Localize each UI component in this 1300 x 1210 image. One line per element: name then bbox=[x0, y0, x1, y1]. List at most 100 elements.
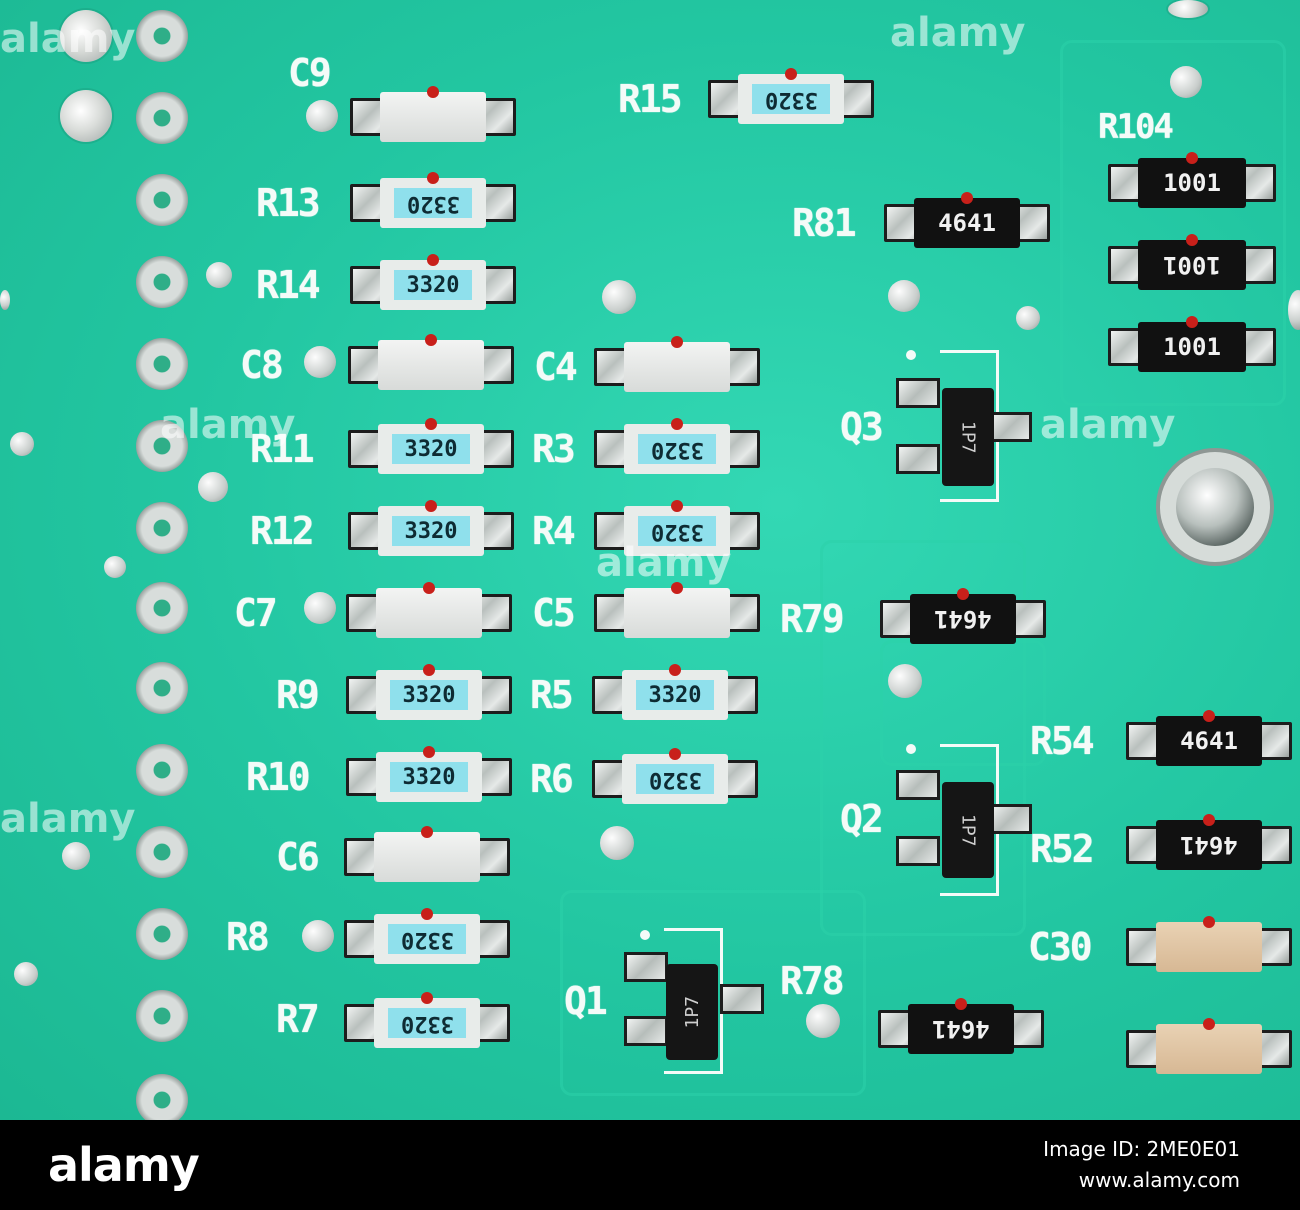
label-r14: R14 bbox=[256, 263, 321, 307]
pcb-trace bbox=[1060, 40, 1286, 406]
label-r79: R79 bbox=[780, 597, 845, 641]
resistor-r104-c: 1001 bbox=[1108, 316, 1276, 372]
resistor-r54: 4641 bbox=[1126, 710, 1292, 766]
label-c5: C5 bbox=[532, 591, 576, 635]
label-c6: C6 bbox=[276, 835, 320, 879]
glue-dot bbox=[423, 664, 435, 676]
header-pin bbox=[136, 908, 188, 960]
label-r12: R12 bbox=[250, 509, 315, 553]
glue-dot bbox=[955, 998, 967, 1010]
pcb-trace bbox=[820, 540, 1026, 936]
glue-dot bbox=[669, 748, 681, 760]
label-r7: R7 bbox=[276, 997, 320, 1041]
mounting-hole bbox=[60, 10, 112, 62]
via bbox=[10, 432, 34, 456]
via bbox=[0, 290, 10, 310]
glue-dot bbox=[1186, 316, 1198, 328]
resistor-r104-b: 1001 bbox=[1108, 234, 1276, 290]
via bbox=[62, 842, 90, 870]
via bbox=[14, 962, 38, 986]
glue-dot bbox=[785, 68, 797, 80]
via bbox=[104, 556, 126, 578]
via bbox=[1288, 290, 1300, 330]
resistor-marking: 4641 bbox=[934, 605, 992, 633]
glue-dot bbox=[671, 500, 683, 512]
resistor-marking: 3320 bbox=[764, 86, 818, 112]
label-q1: Q1 bbox=[564, 979, 608, 1023]
via bbox=[602, 280, 636, 314]
label-c7: C7 bbox=[234, 591, 278, 635]
header-pin bbox=[136, 990, 188, 1042]
glue-dot bbox=[669, 664, 681, 676]
resistor-marking: 3320 bbox=[404, 518, 458, 544]
watermark: alamy bbox=[890, 10, 1026, 56]
resistor-marking: 3320 bbox=[650, 436, 704, 462]
glue-dot bbox=[961, 192, 973, 204]
glue-dot bbox=[421, 992, 433, 1004]
label-r54: R54 bbox=[1030, 719, 1095, 763]
watermark: alamy bbox=[596, 540, 732, 586]
watermark: alamy bbox=[0, 16, 136, 62]
via bbox=[304, 592, 336, 624]
resistor-r5: 3320 bbox=[592, 664, 758, 720]
resistor-marking: 3320 bbox=[404, 436, 458, 462]
capacitor-c4 bbox=[594, 336, 760, 392]
glue-dot bbox=[1186, 152, 1198, 164]
capacitor-c5 bbox=[594, 582, 760, 638]
watermark: alamy bbox=[1040, 402, 1176, 448]
label-r3: R3 bbox=[532, 427, 576, 471]
via bbox=[888, 280, 920, 312]
glue-dot bbox=[423, 746, 435, 758]
through-hole-pad bbox=[1156, 448, 1274, 566]
glue-dot bbox=[427, 172, 439, 184]
via bbox=[888, 664, 922, 698]
header-pin bbox=[136, 338, 188, 390]
transistor-marking: 1P7 bbox=[681, 995, 703, 1029]
resistor-marking: 3320 bbox=[648, 766, 702, 792]
via bbox=[306, 100, 338, 132]
glue-dot bbox=[671, 418, 683, 430]
via bbox=[198, 472, 228, 502]
label-r5: R5 bbox=[530, 673, 574, 717]
label-c30: C30 bbox=[1028, 925, 1093, 969]
image-credit: Image ID: 2ME0E01 www.alamy.com bbox=[1043, 1134, 1240, 1196]
header-pin bbox=[136, 744, 188, 796]
via bbox=[806, 1004, 840, 1038]
capacitor-c9 bbox=[350, 86, 516, 142]
resistor-r52: 4641 bbox=[1126, 814, 1292, 870]
label-q3: Q3 bbox=[840, 405, 884, 449]
resistor-marking: 4641 bbox=[1180, 831, 1238, 859]
resistor-r4: 3320 bbox=[594, 500, 760, 556]
header-pin bbox=[136, 256, 188, 308]
glue-dot bbox=[425, 334, 437, 346]
via bbox=[302, 920, 334, 952]
label-c4: C4 bbox=[534, 345, 578, 389]
header-pin bbox=[136, 174, 188, 226]
capacitor-c30 bbox=[1126, 916, 1292, 972]
image-id: Image ID: 2ME0E01 bbox=[1043, 1137, 1240, 1161]
resistor-r14: 3320 bbox=[350, 254, 516, 310]
glue-dot bbox=[423, 582, 435, 594]
resistor-marking: 3320 bbox=[400, 926, 454, 952]
label-r6: R6 bbox=[530, 757, 574, 801]
resistor-marking: 3320 bbox=[406, 272, 460, 298]
glue-dot bbox=[957, 588, 969, 600]
resistor-r8: 3320 bbox=[344, 908, 510, 964]
resistor-marking: 1001 bbox=[1163, 169, 1221, 197]
via bbox=[1016, 306, 1040, 330]
header-pin bbox=[136, 826, 188, 878]
label-r10: R10 bbox=[246, 755, 311, 799]
glue-dot bbox=[1203, 814, 1215, 826]
resistor-r81: 4641 bbox=[884, 192, 1050, 248]
glue-dot bbox=[427, 254, 439, 266]
watermark: alamy bbox=[160, 402, 296, 448]
transistor-marking: 1P7 bbox=[957, 813, 979, 847]
glue-dot bbox=[1203, 1018, 1215, 1030]
mounting-hole bbox=[1168, 0, 1208, 18]
resistor-r104-a: 1001 bbox=[1108, 152, 1276, 208]
label-r13: R13 bbox=[256, 181, 321, 225]
resistor-r78: 4641 bbox=[878, 998, 1044, 1054]
resistor-marking: 4641 bbox=[1180, 727, 1238, 755]
alamy-logo: alamy bbox=[48, 1138, 200, 1192]
resistor-marking: 4641 bbox=[938, 209, 996, 237]
